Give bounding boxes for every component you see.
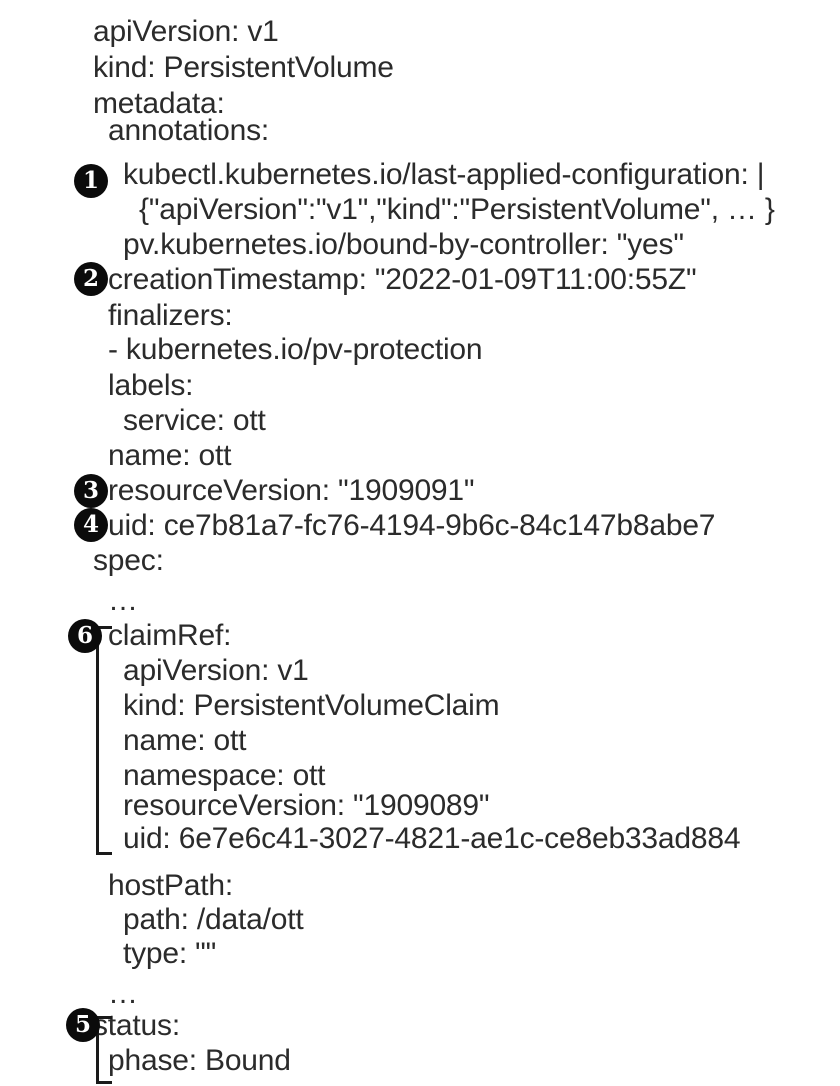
code-line-kind: kind: PersistentVolume [93, 51, 394, 84]
code-line-pv-protection: - kubernetes.io/pv-protection [108, 333, 483, 366]
code-line-last-applied-config: kubectl.kubernetes.io/last-applied-confi… [123, 158, 765, 191]
code-line-labels: labels: [108, 369, 194, 402]
code-line-claimref-apiversion: apiVersion: v1 [123, 654, 309, 687]
code-line-name: name: ott [108, 439, 232, 472]
code-line-status: status: [93, 1009, 180, 1042]
code-line-finalizers: finalizers: [108, 299, 233, 332]
code-line-bound-by-controller: pv.kubernetes.io/bound-by-controller: "y… [123, 228, 684, 261]
code-line-last-applied-json: {"apiVersion":"v1","kind":"PersistentVol… [139, 193, 775, 226]
code-line-status-phase: phase: Bound [108, 1044, 291, 1077]
code-line-claimref: claimRef: [108, 619, 232, 652]
callout-badge-4[interactable]: 4 [74, 508, 108, 542]
code-line-spec-ellipsis-2: … [108, 977, 140, 1010]
bracket-status-group [96, 1016, 112, 1084]
code-line-apiversion: apiVersion: v1 [93, 15, 279, 48]
code-line-claimref-kind: kind: PersistentVolumeClaim [123, 689, 500, 722]
code-line-uid: uid: ce7b81a7-fc76-4194-9b6c-84c147b8abe… [108, 509, 716, 542]
code-line-resourceversion: resourceVersion: "1909091" [108, 474, 475, 507]
callout-badge-1[interactable]: 1 [74, 164, 108, 198]
code-line-claimref-resourceversion: resourceVersion: "1909089" [123, 789, 490, 822]
bracket-claimref-group [96, 626, 112, 855]
code-line-claimref-name: name: ott [123, 724, 247, 757]
code-line-creationtimestamp: creationTimestamp: "2022-01-09T11:00:55Z… [108, 263, 697, 296]
callout-badge-5[interactable]: 5 [66, 1008, 100, 1042]
code-line-claimref-namespace: namespace: ott [123, 759, 326, 792]
code-line-metadata: metadata: [93, 87, 225, 120]
code-line-label-service: service: ott [123, 404, 266, 437]
code-line-spec: spec: [93, 544, 164, 577]
callout-badge-6[interactable]: 6 [68, 619, 102, 653]
callout-badge-2[interactable]: 2 [74, 262, 108, 296]
code-line-spec-ellipsis: … [108, 584, 140, 617]
code-line-hostpath-path: path: /data/ott [123, 903, 304, 936]
callout-badge-3[interactable]: 3 [74, 474, 108, 508]
code-line-claimref-uid: uid: 6e7e6c41-3027-4821-ae1c-ce8eb33ad88… [123, 822, 741, 855]
code-line-hostpath-type: type: "" [123, 937, 217, 970]
code-line-annotations: annotations: [108, 114, 270, 147]
code-line-hostpath: hostPath: [108, 869, 233, 902]
